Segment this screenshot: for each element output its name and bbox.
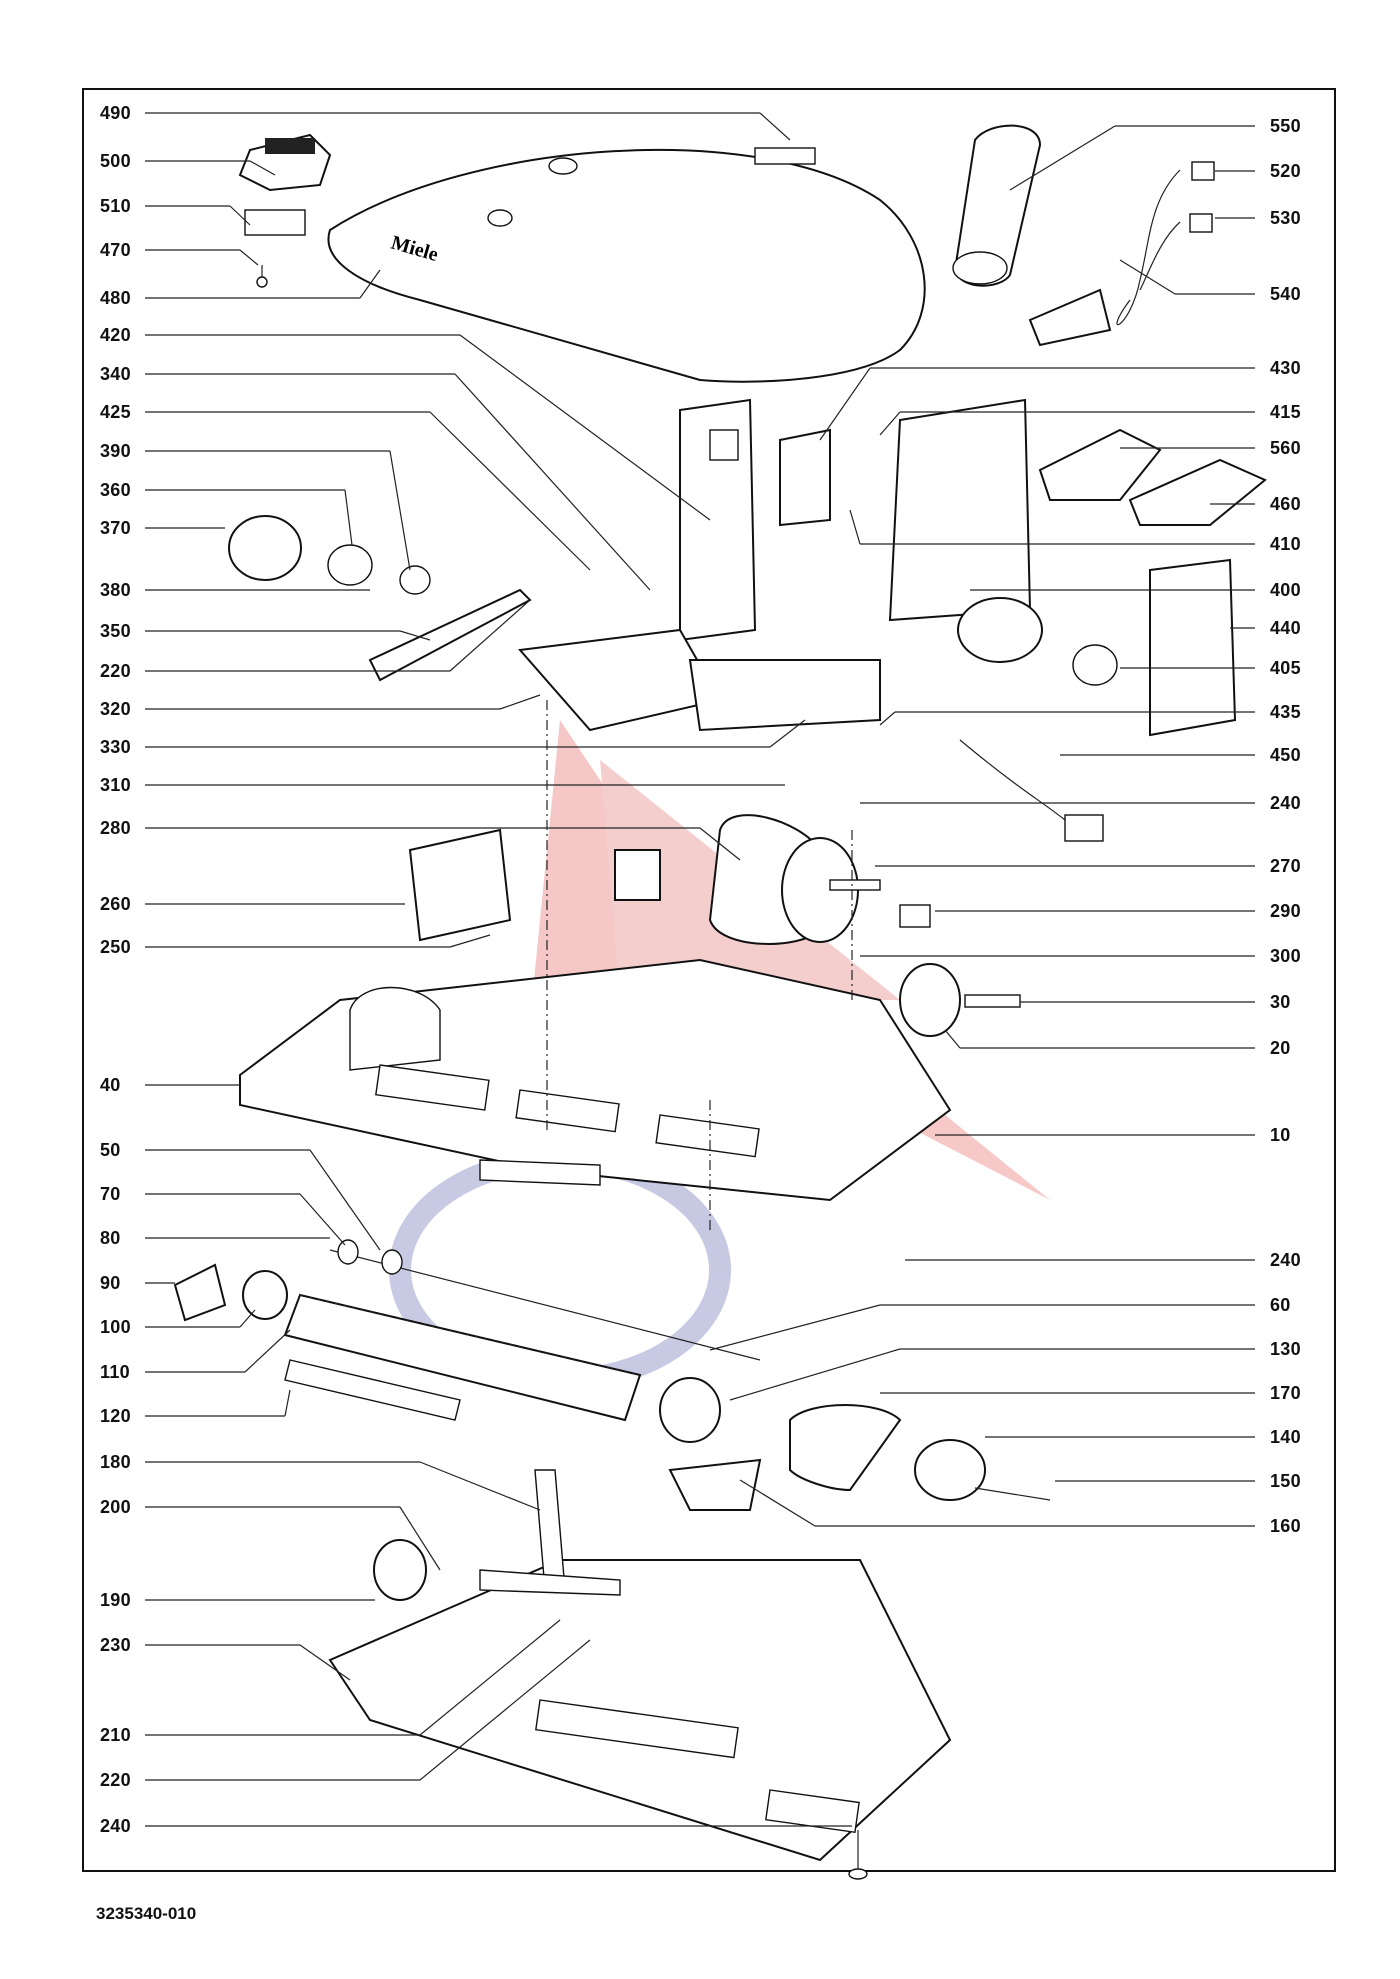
- callout-220: 220: [100, 661, 131, 681]
- callout-210: 210: [100, 1725, 131, 1745]
- fan-and-levers: [228, 515, 881, 732]
- callout-110: 110: [100, 1362, 130, 1382]
- callout-90: 90: [100, 1273, 121, 1293]
- callout-290: 290: [1270, 901, 1301, 921]
- callout-40: 40: [100, 1075, 121, 1095]
- callout-460: 460: [1270, 494, 1301, 514]
- callout-380: 380: [100, 580, 131, 600]
- callout-310: 310: [100, 775, 131, 795]
- callout-330: 330: [100, 737, 131, 757]
- callout-350: 350: [100, 621, 131, 641]
- left-leader-lines: [145, 112, 852, 1827]
- brush-roll-assembly: [173, 1239, 1051, 1511]
- callout-300: 300: [1270, 946, 1301, 966]
- callout-370: 370: [100, 518, 131, 538]
- callout-190: 190: [100, 1590, 131, 1610]
- document-number: 3235340-010: [96, 1904, 197, 1923]
- callout-160: 160: [1270, 1516, 1301, 1536]
- callout-560: 560: [1270, 438, 1301, 458]
- callout-20: 20: [1270, 1038, 1291, 1058]
- callout-400: 400: [1270, 580, 1301, 600]
- callout-250: 250: [100, 937, 131, 957]
- motor: [408, 814, 931, 945]
- callout-550: 550: [1270, 116, 1301, 136]
- callout-360: 360: [100, 480, 131, 500]
- handle-bracket: [679, 398, 1043, 663]
- callout-30: 30: [1270, 992, 1291, 1012]
- callout-340: 340: [100, 364, 131, 384]
- callout-480: 480: [100, 288, 131, 308]
- power-cord: [1028, 161, 1215, 347]
- callout-430: 430: [1270, 358, 1301, 378]
- callout-240-c: 240: [100, 1816, 131, 1836]
- callout-450: 450: [1270, 745, 1301, 765]
- callout-150: 150: [1270, 1471, 1301, 1491]
- callout-540: 540: [1270, 284, 1301, 304]
- callout-520: 520: [1270, 161, 1301, 181]
- switch-part: [238, 133, 332, 288]
- callout-50: 50: [100, 1140, 121, 1160]
- callout-70: 70: [100, 1184, 121, 1204]
- callout-425: 425: [100, 402, 131, 422]
- callout-100: 100: [100, 1317, 131, 1337]
- callout-405: 405: [1270, 658, 1301, 678]
- housing-base: [239, 958, 1021, 1202]
- callout-320: 320: [100, 699, 131, 719]
- callout-420: 420: [100, 325, 131, 345]
- callout-490: 490: [100, 103, 131, 123]
- callout-230: 230: [100, 1635, 131, 1655]
- alignment-lines: [546, 700, 853, 1230]
- callout-200: 200: [100, 1497, 131, 1517]
- callout-140: 140: [1270, 1427, 1301, 1447]
- callout-390: 390: [100, 441, 131, 461]
- callout-60: 60: [1270, 1295, 1291, 1315]
- callout-435: 435: [1270, 702, 1301, 722]
- callout-260: 260: [100, 894, 131, 914]
- callout-120: 120: [100, 1406, 131, 1426]
- callout-280: 280: [100, 818, 131, 838]
- callout-530: 530: [1270, 208, 1301, 228]
- callout-500: 500: [100, 151, 131, 171]
- callout-240-a: 240: [1270, 793, 1301, 813]
- right-leader-lines: [709, 125, 1255, 1527]
- callout-415: 415: [1270, 402, 1301, 422]
- callout-180: 180: [100, 1452, 131, 1472]
- callout-470: 470: [100, 240, 131, 260]
- handle-tube: [952, 124, 1042, 287]
- callout-170: 170: [1270, 1383, 1301, 1403]
- housing-cover: [327, 147, 926, 383]
- callout-270: 270: [1270, 856, 1301, 876]
- callout-80: 80: [100, 1228, 121, 1248]
- callout-410: 410: [1270, 534, 1301, 554]
- diagram-frame: [82, 88, 1336, 1872]
- callout-440: 440: [1270, 618, 1301, 638]
- bottom-plate: [328, 1469, 952, 1880]
- callout-130: 130: [1270, 1339, 1301, 1359]
- callout-10: 10: [1270, 1125, 1291, 1145]
- callout-240-b: 240: [1270, 1250, 1301, 1270]
- callout-220-b: 220: [100, 1770, 131, 1790]
- callout-510: 510: [100, 196, 131, 216]
